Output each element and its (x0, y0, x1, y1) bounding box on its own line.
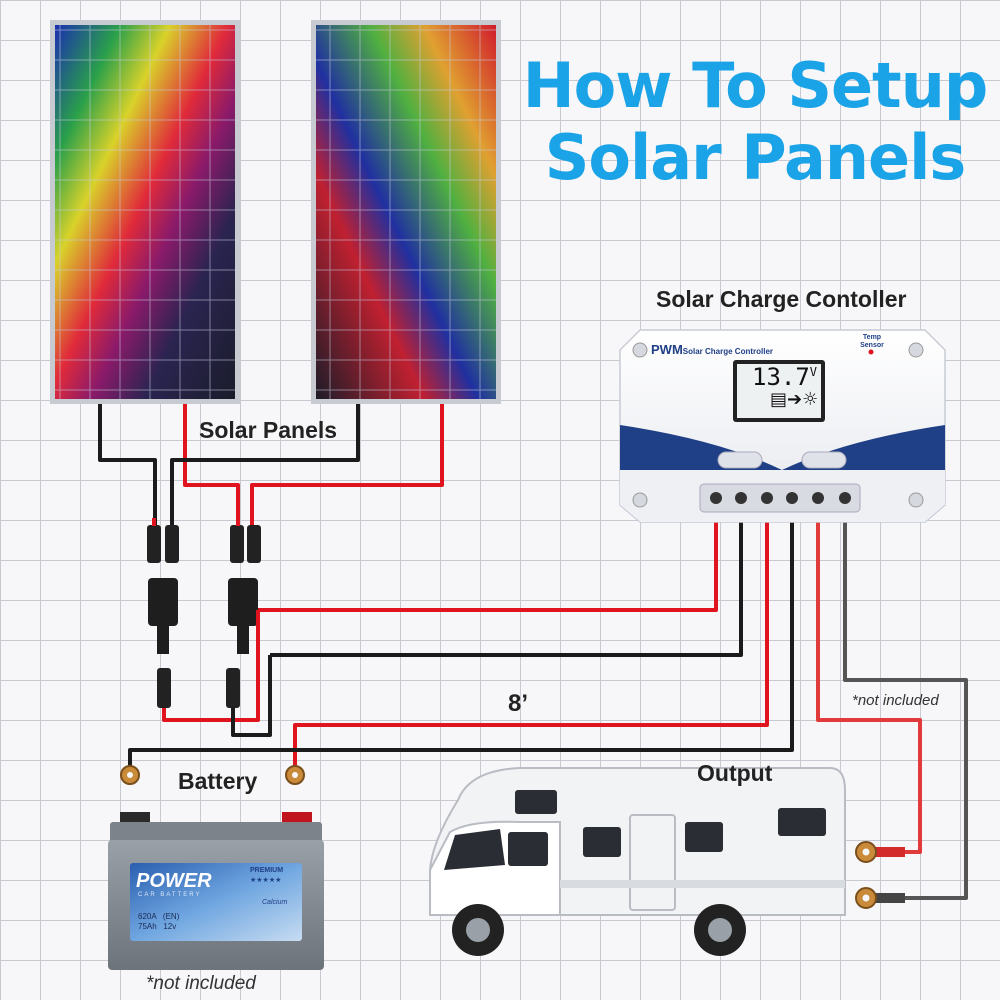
controller-brand: PWMSolar Charge Controller (651, 341, 773, 359)
battery-illustration (108, 812, 324, 970)
panel-right-positive-wire (250, 404, 444, 525)
temp-sensor-label: Temp Sensor (860, 334, 884, 349)
panel-right-negative-wire (170, 404, 360, 525)
cable-length-label: 8’ (508, 690, 529, 717)
battery-negative-wire (128, 520, 794, 770)
panel-wires (98, 404, 444, 525)
pv-positive-wire (258, 520, 718, 612)
lcd-unit: V (809, 365, 818, 379)
page-title-line-2: Solar Panels (544, 121, 966, 194)
output-not-included-note: *not included (852, 692, 939, 709)
battery-spec-2: 75Ah 12v (138, 922, 177, 931)
panel-left-negative-wire (98, 404, 157, 525)
battery-not-included-note: *not included (146, 973, 256, 994)
controller-wires (128, 520, 968, 900)
mc4-connectors (147, 518, 261, 708)
output-label: Output (697, 760, 773, 786)
battery-label: Battery (178, 768, 258, 794)
lcd-display: 13.7V (752, 363, 817, 391)
pv-negative-wire (270, 520, 743, 657)
battery-ring-terminals (120, 765, 305, 785)
battery-stars: ★★★★★ (250, 876, 282, 884)
solar-panel-right (311, 20, 501, 404)
rv-illustration (429, 767, 846, 956)
page-title-line-1: How To Setup (522, 49, 988, 122)
output-ring-terminals (855, 841, 905, 909)
load-positive-wire (816, 520, 922, 854)
charge-controller (619, 329, 946, 523)
battery-positive-wire (293, 520, 769, 770)
solar-panel-left (50, 20, 240, 404)
controller-model: Solar Charge Controller (682, 347, 774, 356)
solar-panels-label: Solar Panels (199, 417, 338, 443)
battery-brand: POWER (136, 870, 212, 892)
charge-controller-label: Solar Charge Contoller (656, 286, 907, 312)
battery-to-load-icon: ▤➔☼ (770, 389, 819, 410)
panel-left-positive-wire (183, 404, 240, 525)
battery-sub: CAR BATTERY (138, 892, 202, 898)
battery-type: Calcium (262, 899, 288, 906)
battery-spec-1: 620A (EN) (138, 912, 180, 921)
battery-grade: PREMIUM (250, 867, 284, 874)
lcd-voltage: 13.7 (752, 363, 810, 391)
controller-type: PWM (651, 342, 683, 357)
load-negative-wire (843, 520, 968, 900)
controller-terminals (699, 483, 861, 513)
